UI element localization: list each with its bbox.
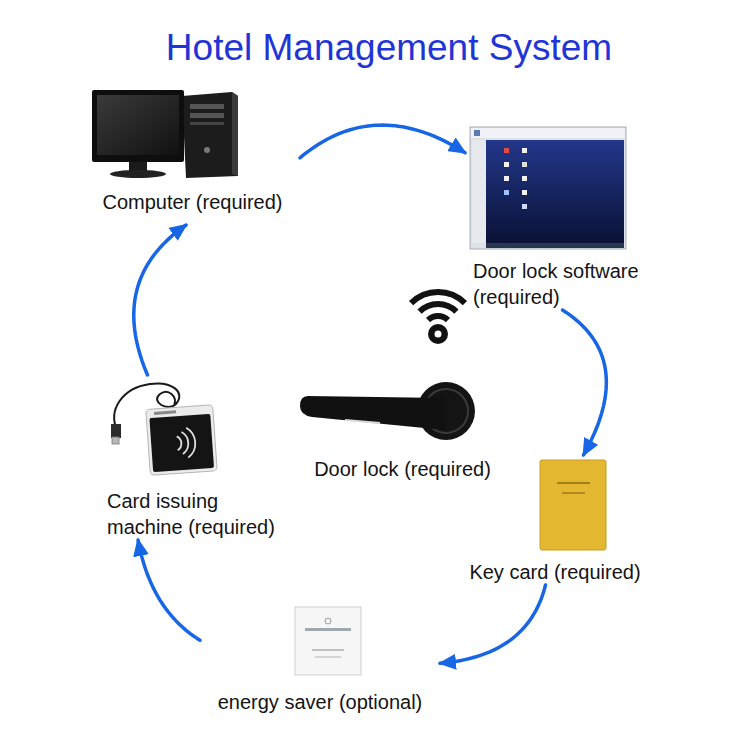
software-screenshot xyxy=(504,162,509,167)
software-screenshot xyxy=(522,176,527,181)
energy-saver-switch xyxy=(305,628,351,631)
software-screenshot xyxy=(522,190,527,195)
node-label: Computer (required) xyxy=(102,189,282,215)
card-reader xyxy=(146,405,217,476)
node-label: Door lock (required) xyxy=(314,456,491,482)
pc-tower xyxy=(190,122,224,125)
flow-arrow xyxy=(300,125,465,158)
energy-saver-switch xyxy=(295,607,361,675)
flow-arrow xyxy=(440,585,546,663)
energy-saver-switch xyxy=(325,618,331,624)
software-screenshot xyxy=(474,130,480,136)
computer-monitor xyxy=(110,170,166,178)
device-node: Door lock software (required) xyxy=(465,125,660,310)
software-screenshot xyxy=(522,162,527,167)
software-screenshot xyxy=(470,127,626,249)
card-reader xyxy=(111,424,121,438)
software-screenshot xyxy=(471,128,625,138)
wireless-symbol xyxy=(420,304,457,312)
card-reader xyxy=(181,432,189,454)
software-screenshot xyxy=(486,243,624,248)
energy-saver-switch xyxy=(295,607,361,675)
node-label: Key card (required) xyxy=(469,559,640,585)
card-reader xyxy=(111,384,217,476)
pc-tower xyxy=(190,104,224,109)
software-screenshot xyxy=(504,190,509,195)
diagram-title: Hotel Management System xyxy=(0,26,750,70)
computer-monitor xyxy=(129,162,147,171)
device-node: energy saver (optional) xyxy=(200,600,440,715)
card-reader xyxy=(154,410,176,415)
pc-tower xyxy=(182,92,238,178)
flow-arrow xyxy=(134,225,186,375)
door-handle xyxy=(345,420,380,423)
device-node: Door lock (required) xyxy=(295,372,510,482)
pc-tower xyxy=(182,92,238,178)
device-node: Key card (required) xyxy=(460,455,650,585)
energy-saver-switch xyxy=(315,657,341,658)
pc-tower xyxy=(190,113,224,118)
software-screenshot xyxy=(486,140,624,243)
flow-arrow xyxy=(563,310,607,455)
software-screenshot xyxy=(470,127,626,249)
energy-saver-switch xyxy=(312,649,344,650)
card-reader xyxy=(112,437,119,444)
wireless-symbol xyxy=(428,324,448,344)
key-card xyxy=(562,492,585,493)
key-card xyxy=(540,460,606,550)
flow-arrow xyxy=(138,540,200,640)
key-card xyxy=(540,460,606,550)
node-label: Card issuing machine (required) xyxy=(107,488,287,540)
pc-tower xyxy=(204,147,210,153)
software-screenshot xyxy=(522,204,527,209)
software-screenshot xyxy=(504,148,509,153)
wireless-symbol xyxy=(435,331,442,338)
wireless-symbol xyxy=(411,292,465,303)
wireless-symbol xyxy=(428,316,448,320)
computer-monitor xyxy=(92,90,184,162)
node-label: energy saver (optional) xyxy=(218,689,423,715)
software-screenshot xyxy=(472,140,486,243)
node-label: Door lock software (required) xyxy=(473,258,648,310)
device-node: Computer (required) xyxy=(85,85,300,225)
key-card xyxy=(557,482,590,484)
card-reader xyxy=(146,405,217,476)
card-reader xyxy=(149,414,214,472)
computer-monitor xyxy=(97,95,179,155)
wireless-symbol xyxy=(411,292,465,344)
software-screenshot xyxy=(522,148,527,153)
door-handle xyxy=(300,396,445,430)
card-reader xyxy=(186,427,196,457)
computer-monitor xyxy=(92,90,184,178)
device-node: Card issuing machine (required) xyxy=(100,375,290,540)
software-screenshot xyxy=(504,176,509,181)
door-handle xyxy=(300,382,475,440)
card-reader xyxy=(177,436,182,450)
pc-tower xyxy=(232,92,238,176)
